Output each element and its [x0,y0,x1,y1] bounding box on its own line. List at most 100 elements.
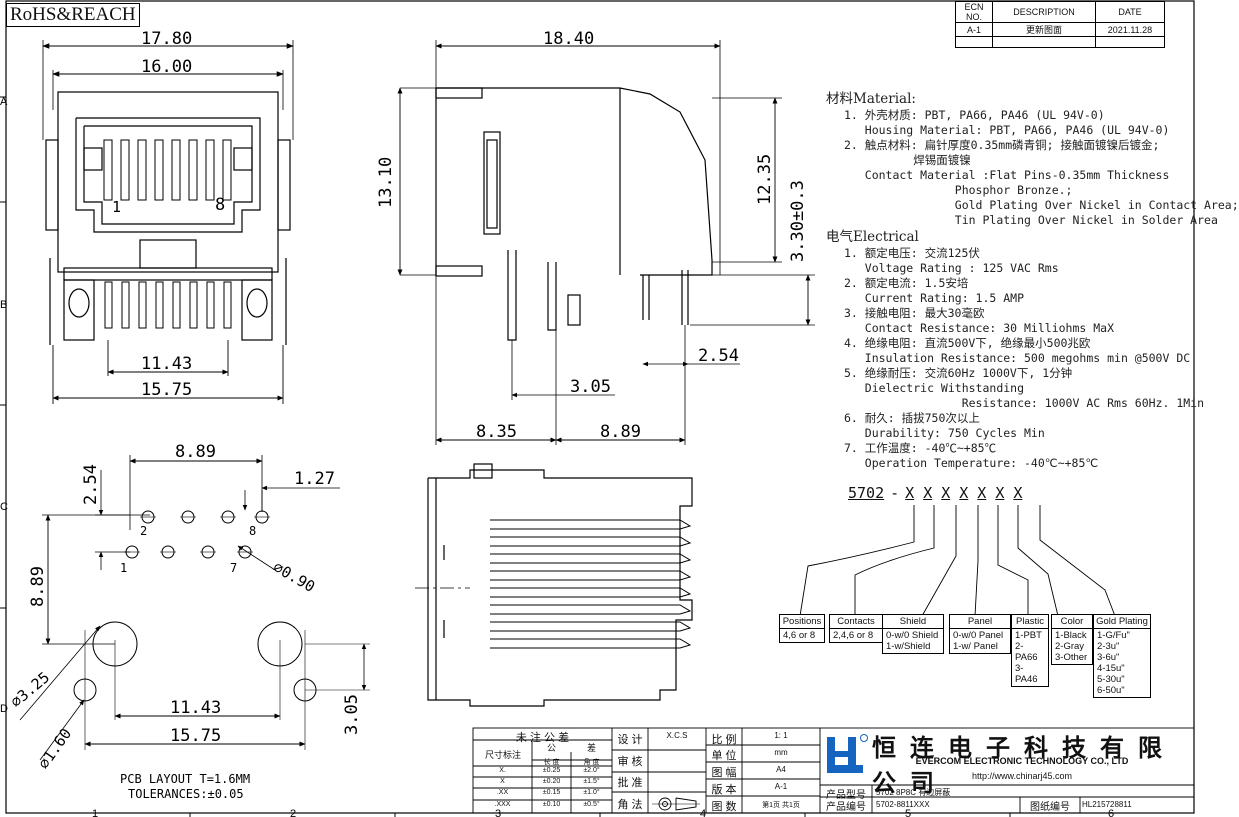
spec-line: 2. 触点材料: 扁针厚度0.35mm磷青铜; 接触面镀镍后镀金; [844,138,1160,152]
option-title: Gold Plating [1094,615,1150,629]
material-title: 材料Material: [826,91,916,107]
ecn-cell [955,36,993,48]
dim-front-overall: 17.80 [141,29,192,49]
option-value: 2-PA66 [1015,641,1038,663]
front-solder-tail [206,281,215,329]
tol-cell: ±0.15 [542,789,561,796]
tolerance-note: TOLERANCES:±0.05 [128,787,244,801]
option-title: Plastic [1012,615,1048,629]
option-value: 0-w/0 Shield [886,630,939,641]
spec-line: Voltage Rating : 125 VAC Rms [844,261,1059,275]
scale-value: 1: 1 [774,731,788,740]
col-label-2: 2 [290,808,296,817]
part-number-slot: X [959,484,969,502]
dim-pcb-pitch: 1.27 [294,469,335,489]
unit-value: mm [774,748,788,757]
code-value: 5702-8811XXX [876,800,930,809]
option-value: 4-15u" [1097,663,1125,674]
front-solder-tail [121,281,130,329]
option-value: 1-w/Shield [886,641,931,652]
ecn-header-date: DATE [1095,1,1165,23]
code-label: 产品编号 [826,802,866,813]
spec-line: Tin Plating Over Nickel in Solder Area [844,213,1218,227]
option-value: 0-w/0 Panel [953,630,1004,641]
size-value: A4 [776,765,786,774]
front-contact-pins [103,139,232,329]
tol-head-cha: 差 [586,743,596,753]
part-number-slot: X [995,484,1005,502]
part-number-leaders [799,505,1116,617]
option-value: 3-6u" [1097,652,1120,663]
spec-line: 3. 接触电阻: 最大30毫欧 [844,306,985,320]
option-value: 1-PBT [1015,630,1042,641]
dim-pcb-side: 3.05 [342,694,362,735]
part-number-slot: X [977,484,987,502]
col-label-6: 6 [1108,808,1114,817]
tol-cell: .XX [496,789,509,796]
front-dims [52,340,284,404]
tol-head-gong: 公 [546,743,556,753]
dim-side-right: 8.89 [600,422,641,442]
spec-line: Current Rating: 1.5 AMP [844,291,1025,305]
ecn-header-desc: DESCRIPTION [992,1,1096,23]
drawing-canvas: 17.80 16.00 11.43 15.75 1 8 18.40 13.10 … [0,0,1195,817]
part-number-slot: X [1013,484,1023,502]
col-label-4: 4 [700,808,706,817]
dim-side-left: 8.35 [476,422,517,442]
sheets-label: 图 数 [711,801,737,813]
dim-pcb-span: 8.89 [175,442,216,462]
option-value: 2-Gray [1055,641,1085,652]
option-title: Contacts [830,615,882,629]
company-logo [827,734,868,773]
rohs-badge: RoHS&REACH [6,3,140,27]
option-value: 2,4,6 or 8 [833,630,874,641]
tol-cell: X. [499,767,506,774]
dim-side-offset: 3.05 [570,377,611,397]
ecn-header-no: ECN NO. [955,1,993,23]
drawing-value: HL215728811 [1082,800,1132,809]
electrical-title: 电气Electrical [826,229,919,245]
ecn-table: ECN NO. DESCRIPTION DATE A-1 更新图面 2021.1… [955,1,1165,48]
spec-line: Dielectric Withstanding [844,381,1025,395]
front-contact-pin [222,139,232,201]
model-label: 产品型号 [826,790,866,801]
spec-line: 1. 额定电压: 交流125伏 [844,246,980,260]
spec-line: 6. 耐久: 插拔750次以上 [844,411,980,425]
section-contact [490,604,692,615]
spec-line: Contact Resistance: 30 Milliohms MaX [844,321,1115,335]
dim-side-height-inner: 12.35 [755,154,775,205]
tol-cell: ±0.20 [542,778,561,785]
tol-cell: ±0.5° [583,801,600,808]
dim-front-base: 15.75 [141,380,192,400]
ecn-cell [1095,36,1165,48]
spec-line: Contact Material :Flat Pins-0.35mm Thick… [844,168,1170,182]
dim-side-height: 13.10 [376,157,396,208]
option-title: Panel [950,615,1010,629]
option-value: 4,6 or 8 [783,630,816,641]
dim-pcb-base: 15.75 [170,726,221,746]
front-solder-tail [138,281,147,329]
ecn-cell: 2021.11.28 [1095,22,1165,37]
tol-cell: ±0.25 [542,767,561,774]
front-view [42,40,294,345]
option-title: Shield [883,615,943,629]
company-name-en: EVERCOM ELECTRONIC TECHNOLOGY CO., LTD [915,756,1129,766]
option-title: Color [1052,615,1092,629]
tol-cell: .XXX [494,801,511,808]
option-value: 3-Other [1055,652,1088,663]
option-title: Positions [780,615,824,629]
pcb-layout [19,455,370,761]
front-solder-tail [223,281,232,329]
front-contact-pin [137,139,147,201]
dim-pcb-pin-hole: ∅1.60 [35,725,76,772]
section-contact [490,621,692,632]
version-label: 版 本 [711,784,737,796]
row-label-b: B [0,299,7,311]
review-label: 审 核 [617,756,643,768]
section-contact [490,536,692,547]
option-value: 1-w/ Panel [953,641,998,652]
dim-side-length: 18.40 [543,29,594,49]
pcb-label-2: 2 [140,524,147,538]
